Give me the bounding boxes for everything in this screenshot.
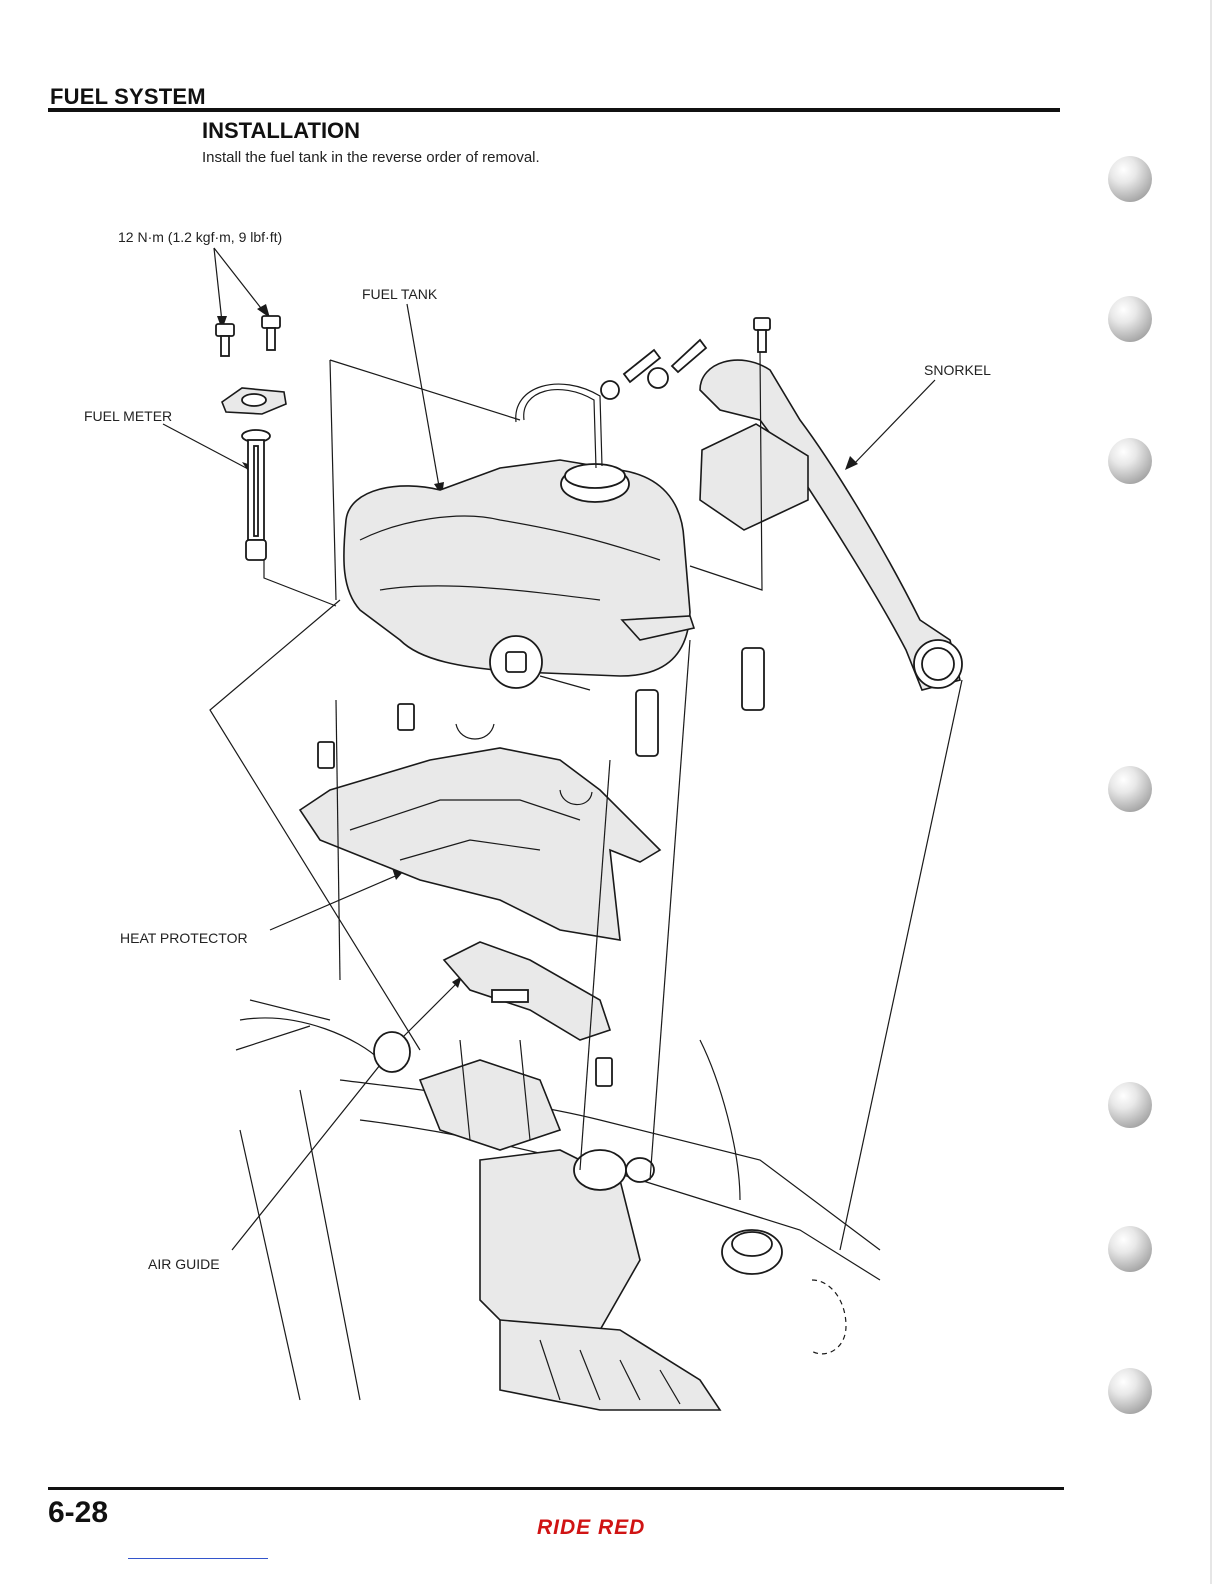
section-tab-dot <box>1108 1368 1152 1414</box>
footer-rule <box>48 1487 1064 1490</box>
torque-spec-label: 12 N·m (1.2 kgf·m, 9 lbf·ft) <box>118 229 282 245</box>
section-tab-dot <box>1108 1226 1152 1272</box>
snorkel-drawing <box>700 360 962 690</box>
section-tab-dot <box>1108 766 1152 812</box>
heat-protector-label: HEAT PROTECTOR <box>120 930 248 946</box>
fuel-tank-label: FUEL TANK <box>362 286 437 302</box>
section-tab-dot <box>1108 296 1152 342</box>
air-guide-label: AIR GUIDE <box>148 1256 220 1272</box>
brand-footer: RIDE RED <box>537 1516 645 1540</box>
fuel-meter-label: FUEL METER <box>84 408 172 424</box>
air-guide-drawing <box>444 942 610 1040</box>
frame-and-engine <box>236 1000 880 1410</box>
section-tab-dot <box>1108 156 1152 202</box>
section-tab-dot <box>1108 1082 1152 1128</box>
fuel-tank-drawing <box>344 384 694 690</box>
fuel-meter-assembly <box>222 388 336 606</box>
footer-link-underline <box>128 1558 268 1559</box>
tank-mount-bolts <box>216 316 770 356</box>
tank-side-fasteners <box>601 340 706 399</box>
snorkel-label: SNORKEL <box>924 362 991 378</box>
section-tab-dot <box>1108 438 1152 484</box>
page-number: 6-28 <box>48 1496 108 1530</box>
